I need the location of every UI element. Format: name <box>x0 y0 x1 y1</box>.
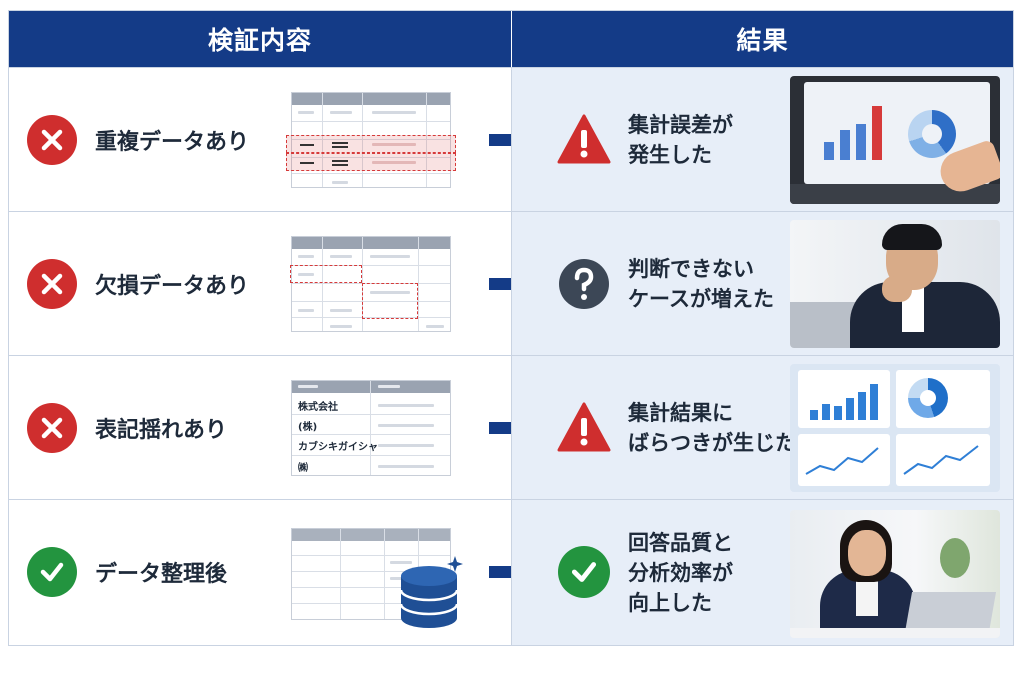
row-label: 重複データあり <box>95 130 250 155</box>
x-icon <box>27 259 77 309</box>
comparison-table: 検証内容 結果 重複データあり <box>8 10 1014 646</box>
row-duplicate-data: 重複データあり <box>9 67 1013 211</box>
x-icon <box>27 403 77 453</box>
row-label: 表記揺れあり <box>95 418 228 443</box>
table-cell: ㈱ <box>298 463 308 474</box>
check-icon <box>558 546 610 598</box>
table-cell: カブシキガイシャ <box>298 442 378 453</box>
dashboard-charts-photo <box>790 364 1000 492</box>
row-label: データ整理後 <box>95 562 228 587</box>
database-icon <box>399 556 463 628</box>
row-notation-variance: 表記揺れあり 株式会社 (株) カブシキガイシャ ㈱ 集計結果に ばらつき <box>9 355 1013 499</box>
result-text: 回答品質と 分析効率が 向上した <box>628 531 733 615</box>
result-text: 集計結果に ばらつきが生じた <box>628 401 796 455</box>
laptop-chart-pointing-photo <box>790 76 1000 204</box>
warning-icon <box>557 402 611 452</box>
result-text: 集計誤差が 発生した <box>628 113 733 167</box>
check-icon <box>27 547 77 597</box>
duplicate-table-illustration <box>286 92 456 188</box>
table-cell: (株) <box>298 422 318 433</box>
row-label: 欠損データあり <box>95 274 250 299</box>
question-icon <box>559 259 609 309</box>
businesswoman-laptop-photo <box>790 510 1000 638</box>
notation-table-illustration: 株式会社 (株) カブシキガイシャ ㈱ <box>291 380 451 476</box>
table-cell: 株式会社 <box>298 402 338 413</box>
x-icon <box>27 115 77 165</box>
warning-icon <box>557 114 611 164</box>
row-missing-data: 欠損データあり 判断できない ケースが増えた <box>9 211 1013 355</box>
header-result: 結果 <box>512 11 1013 67</box>
header-verification: 検証内容 <box>9 11 511 67</box>
result-text: 判断できない ケースが増えた <box>628 257 774 311</box>
missing-table-illustration <box>290 236 451 332</box>
row-after-cleanup: データ整理後 回答品質と 分析効率が 向上し <box>9 499 1013 645</box>
businessman-thinking-photo <box>790 220 1000 348</box>
